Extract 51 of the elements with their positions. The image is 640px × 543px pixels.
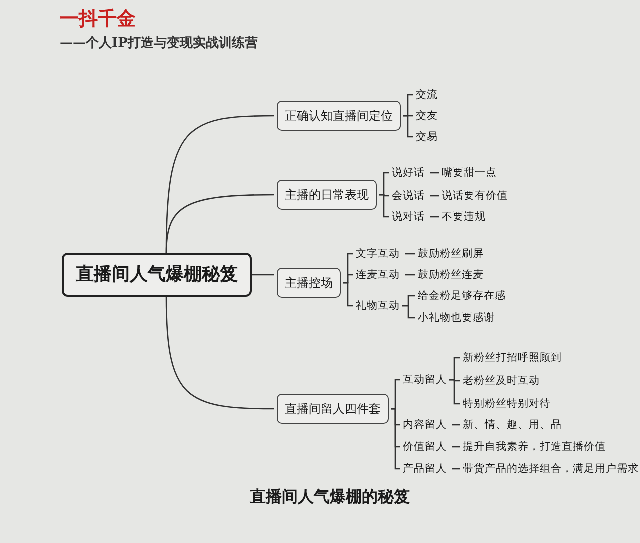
topic-box: 主播控场 [277, 268, 341, 298]
branch-label: 小礼物也要感谢 [418, 311, 495, 325]
branch-label: 说对话 [392, 210, 425, 224]
caption: 直播间人气爆棚的秘笈 [250, 487, 410, 508]
connector [166, 194, 274, 254]
central-topic-box: 直播间人气爆棚秘笈 [62, 253, 252, 297]
branch-label: 特别粉丝特别对待 [463, 397, 551, 411]
topic-box: 直播间留人四件套 [277, 394, 389, 424]
connector [452, 446, 460, 448]
branch-label: 互动留人 [403, 373, 447, 387]
branch-label: 给金粉足够存在感 [418, 289, 506, 303]
branch-label: 交易 [416, 130, 438, 144]
branch-label: 内容留人 [403, 418, 447, 432]
branch-label: 带货产品的选择组合，满足用户需求 [463, 462, 639, 476]
connector [379, 194, 389, 218]
subtitle: ——个人IP打造与变现实战训练营 [60, 34, 258, 52]
connector [452, 424, 460, 426]
connector [430, 216, 439, 218]
connector [405, 274, 415, 276]
book-title: 一抖千金 [60, 7, 136, 32]
branch-label: 提升自我素养，打造直播价值 [463, 440, 606, 454]
connector [166, 296, 274, 410]
connector [449, 379, 460, 405]
branch-label: 文字互动 [356, 247, 400, 261]
branch-label: 说好话 [392, 166, 425, 180]
branch-label: 说话要有价值 [442, 189, 508, 203]
branch-label: 价值留人 [403, 440, 447, 454]
connector [405, 253, 415, 255]
connector [430, 172, 439, 174]
connector [391, 408, 400, 470]
branch-label: 会说话 [392, 189, 425, 203]
topic-box: 主播的日常表现 [277, 180, 377, 210]
branch-label: 新、情、趣、用、品 [463, 418, 562, 432]
branch-label: 新粉丝打招呼照顾到 [463, 351, 562, 365]
branch-label: 老粉丝及时互动 [463, 374, 540, 388]
topic-box: 正确认知直播间定位 [277, 101, 401, 131]
branch-label: 鼓励粉丝刷屏 [418, 247, 484, 261]
branch-label: 不要违规 [442, 210, 486, 224]
branch-label: 礼物互动 [356, 299, 400, 313]
connector [452, 468, 460, 470]
branch-label: 交流 [416, 88, 438, 102]
branch-label: 嘴要甜一点 [442, 166, 497, 180]
connector [403, 115, 413, 138]
connector [343, 282, 353, 307]
branch-label: 鼓励粉丝连麦 [418, 268, 484, 282]
connector [402, 305, 415, 319]
connector [430, 195, 439, 197]
branch-label: 连麦互动 [356, 268, 400, 282]
connector [252, 274, 274, 276]
branch-label: 产品留人 [403, 462, 447, 476]
branch-label: 交友 [416, 109, 438, 123]
